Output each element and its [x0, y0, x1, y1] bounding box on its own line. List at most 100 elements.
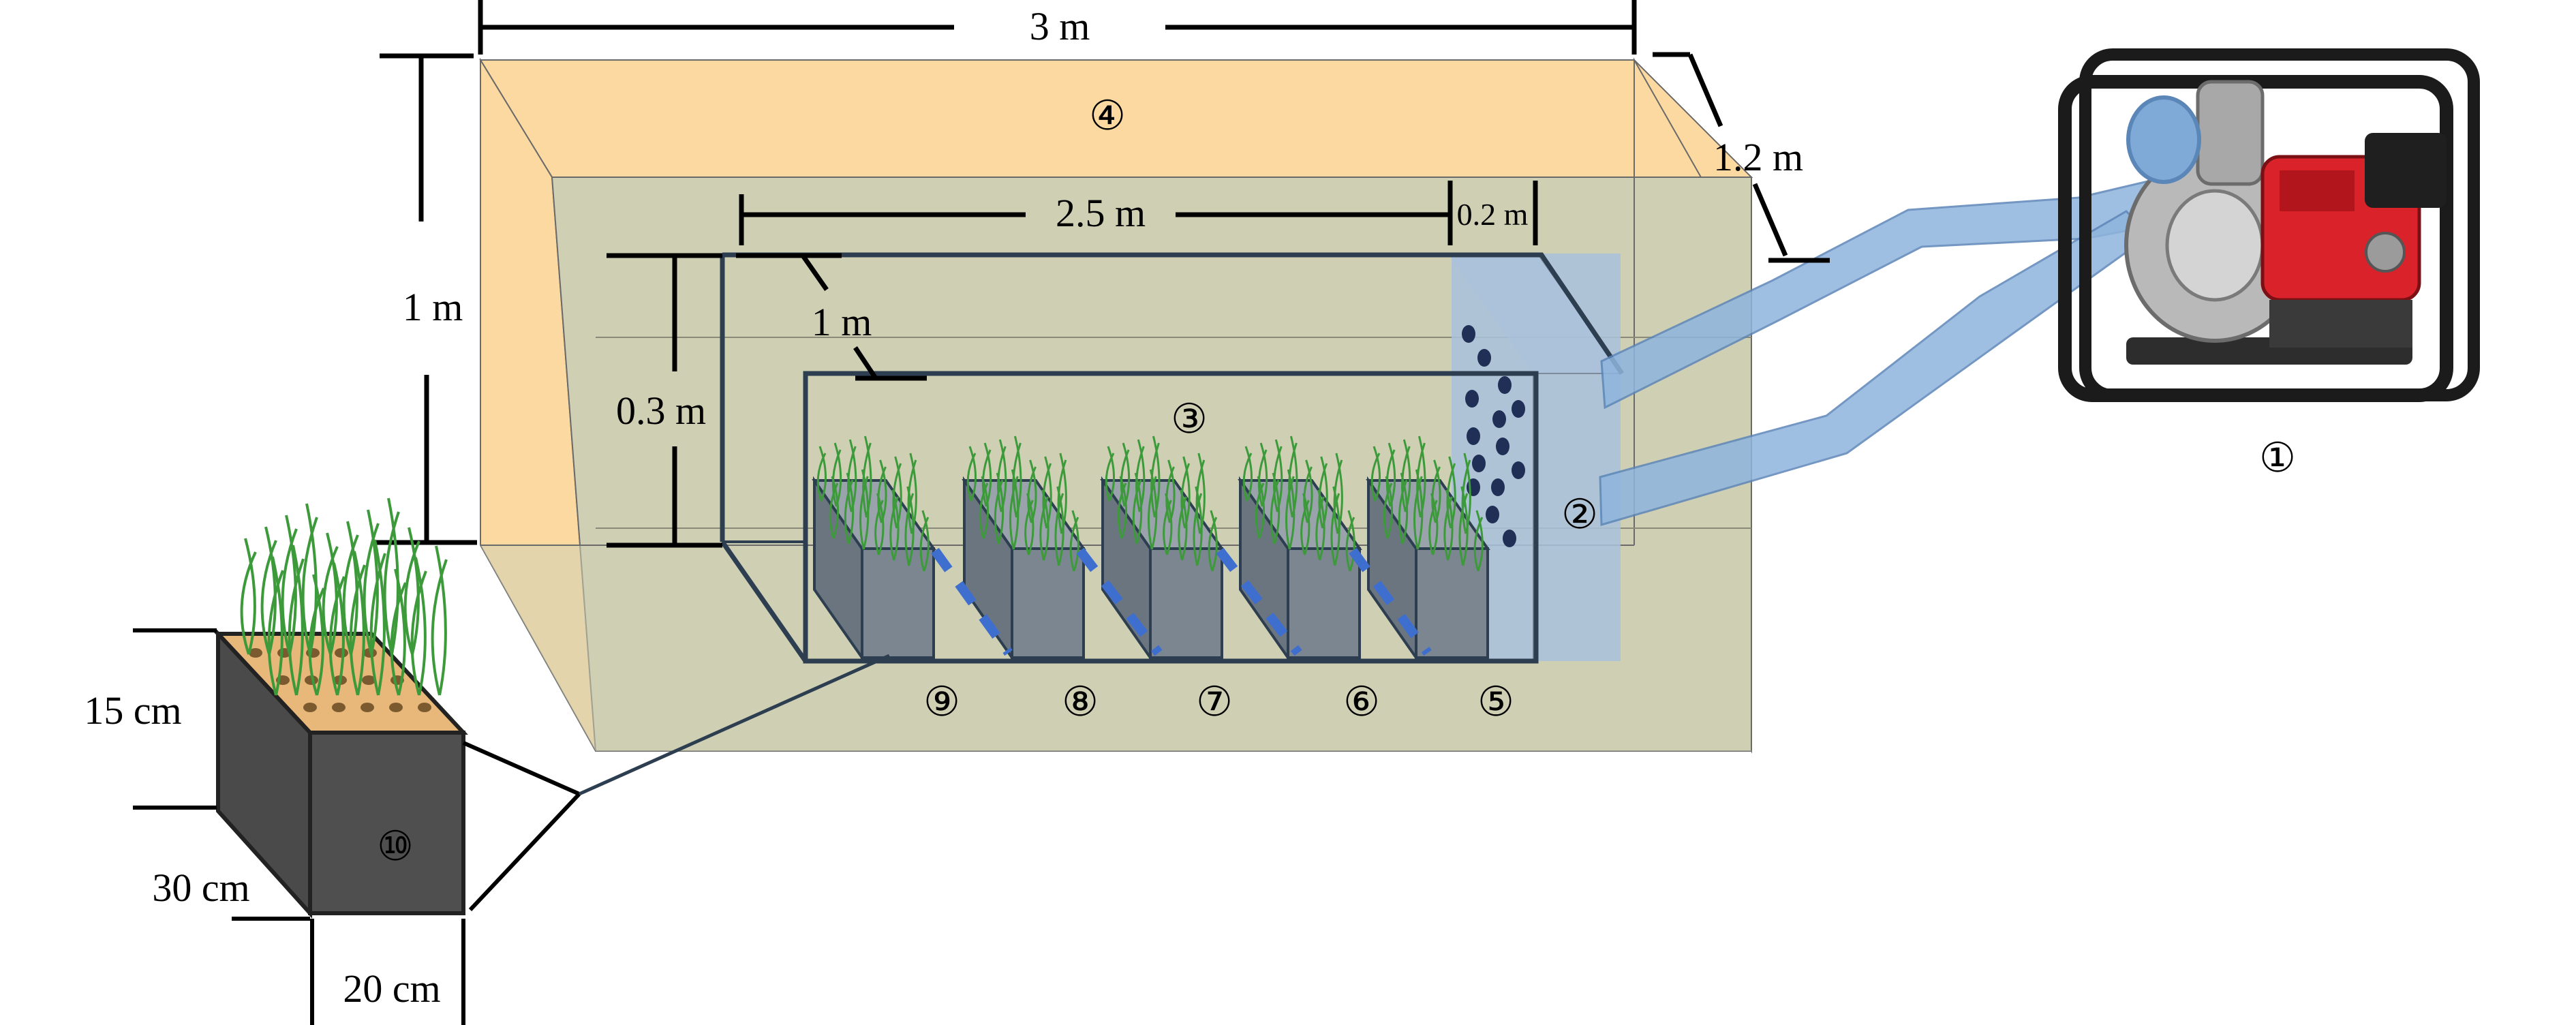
plant-blade: [1148, 469, 1158, 550]
label-outer-tank: ④: [1089, 93, 1126, 138]
planter-front: [1287, 547, 1361, 659]
planter-front: [861, 547, 935, 659]
plant-blade: [1242, 446, 1253, 502]
box-hole: [389, 703, 403, 712]
perforation-hole: [1465, 390, 1479, 408]
plant-blade: [1398, 472, 1409, 545]
plant-blade: [1255, 476, 1265, 539]
plant-blade: [308, 574, 325, 696]
channel-bottom-left: [720, 540, 808, 663]
dim-tank-length: 3 m: [1030, 4, 1090, 48]
planter-front: [1415, 547, 1489, 659]
plant-blade: [889, 489, 900, 561]
planter-box-detail: [213, 498, 468, 919]
plant-blade: [844, 472, 855, 545]
plant-blade: [288, 545, 305, 696]
inlet-perforations: [1462, 325, 1525, 547]
planter-front: [1011, 547, 1085, 659]
label-unit-9: ⑨: [923, 679, 960, 724]
baffle-line: [931, 547, 1013, 656]
dim-tank-depth: 1.2 m: [1713, 135, 1803, 179]
plant-blade: [1473, 510, 1484, 572]
dim-inner-depth: 1 m: [812, 300, 872, 344]
plant-blade: [390, 568, 407, 696]
dimension-lines: [371, 0, 1830, 548]
plant-blade: [369, 539, 386, 696]
box-hole: [335, 648, 348, 658]
detail-dimension-lines: [133, 628, 891, 1025]
plant-blade: [1208, 510, 1218, 572]
plant-blade: [1443, 489, 1454, 561]
label-unit-7: ⑦: [1196, 679, 1233, 724]
plant-blade: [979, 476, 989, 539]
plant-blade: [1132, 472, 1143, 545]
plant-blade: [410, 557, 427, 696]
dim-inner-length: 2.5 m: [1056, 191, 1146, 235]
baffle-line: [1349, 547, 1432, 656]
plant-blade: [1285, 469, 1295, 550]
box-hole: [332, 703, 346, 712]
label-channel: ③: [1171, 397, 1208, 442]
plant-blade: [328, 562, 346, 696]
plant-blade: [1413, 469, 1424, 550]
box-hole: [362, 675, 375, 685]
plant-blade: [1009, 469, 1019, 550]
perforation-hole: [1503, 530, 1516, 547]
label-unit-5: ⑤: [1477, 679, 1514, 724]
box-hole: [303, 703, 317, 712]
perforation-hole: [1462, 325, 1475, 343]
baffle-lines: [931, 547, 1432, 656]
dim-box-length: 30 cm: [152, 866, 249, 910]
planter-front: [1149, 547, 1223, 659]
dim-tank-height: 1 m: [403, 285, 463, 329]
text-labels: 3 m 1.2 m 1 m 2.5 m 0.2 m 1 m 0.3 m 15 c…: [84, 4, 2296, 1011]
channel-back-outline: [722, 252, 1624, 375]
plant-blade: [1458, 486, 1469, 566]
plant-blade: [1105, 446, 1115, 502]
dim-box-height: 15 cm: [84, 688, 181, 733]
planter-unit: [1366, 435, 1490, 662]
box-hole: [418, 703, 431, 712]
plant-blade: [349, 551, 366, 696]
box-hole: [249, 648, 262, 658]
plant-blade: [859, 469, 870, 550]
plant-blade: [904, 486, 915, 566]
planter-unit: [812, 435, 936, 662]
plant-blade: [919, 510, 930, 572]
label-pump: ①: [2259, 435, 2296, 480]
perforation-hole: [1512, 461, 1525, 479]
plant-blade: [1054, 486, 1064, 566]
label-unit-8: ⑧: [1062, 679, 1099, 724]
plant-blade: [1024, 493, 1034, 555]
perforation-hole: [1491, 478, 1505, 496]
perforation-hole: [1467, 427, 1480, 445]
plant-blade: [1069, 510, 1079, 572]
box-plants: [240, 498, 448, 696]
box-hole: [305, 675, 318, 685]
baffle-line: [1216, 547, 1302, 656]
box-front-face: [308, 731, 465, 915]
plant-blade: [1315, 489, 1325, 561]
dim-water-height: 0.3 m: [616, 388, 706, 433]
baffle-line: [1076, 547, 1163, 656]
planter-unit: [1238, 435, 1362, 662]
perforation-hole: [1477, 349, 1491, 367]
perforation-hole: [1498, 376, 1512, 394]
plant-blade: [816, 446, 827, 502]
plant-blade: [1300, 493, 1310, 555]
plant-blade: [1383, 476, 1393, 539]
perforation-hole: [1512, 400, 1525, 418]
plant-blade: [1039, 489, 1049, 561]
plant-blade: [240, 538, 257, 655]
perforation-hole: [1472, 455, 1486, 472]
planter-units: [812, 435, 1490, 662]
plant-blade: [994, 472, 1005, 545]
perforation-hole: [1486, 506, 1499, 523]
label-unit-6: ⑥: [1343, 679, 1380, 724]
plant-blade: [1330, 486, 1340, 566]
dim-box-width: 20 cm: [343, 966, 440, 1011]
perforation-hole: [1496, 438, 1509, 455]
perforation-hole: [1492, 410, 1506, 428]
plant-blade: [1270, 472, 1281, 545]
